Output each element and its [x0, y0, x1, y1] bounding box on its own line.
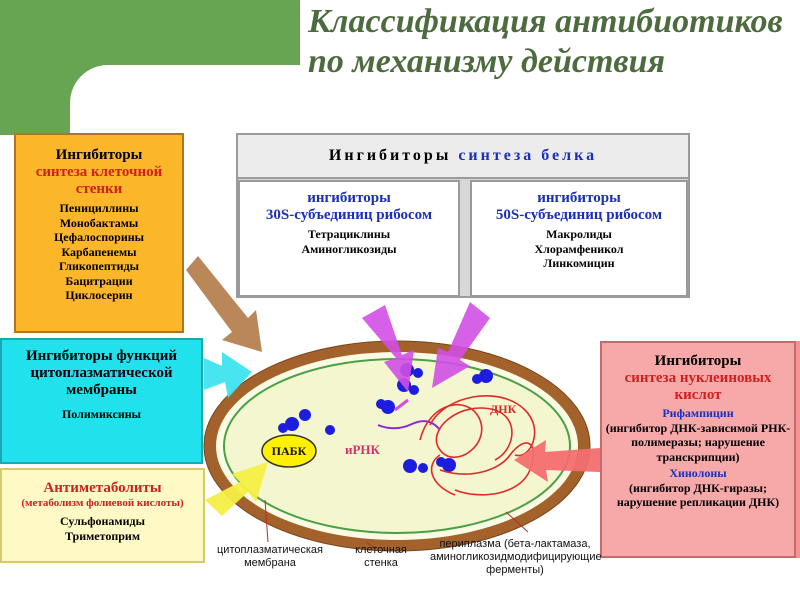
dna-label: ДНК: [490, 402, 517, 416]
ribosome: [418, 463, 428, 473]
nucleic-drug1-desc: (ингибитор ДНК-зависимой РНК-полимеразы;…: [605, 420, 791, 464]
ribosome-50s-head: ингибиторы: [537, 190, 621, 206]
ribosome: [479, 369, 493, 383]
wall-pointer-label: клеточная стенка: [355, 544, 407, 569]
arrow-cell-wall: [186, 256, 262, 352]
arrow-antimetabolite: [205, 462, 268, 516]
nucleic-drug1: Рифампицин: [662, 406, 734, 420]
ribosome-50s-head2: 50S-субъединиц рибосом: [495, 207, 663, 223]
page-title: Классификация антибиотиков по механизму …: [308, 3, 783, 80]
pabk-ellipse: [261, 434, 317, 468]
periplasm-pointer-label: периплазма (бета-лактамаза, аминогликози…: [430, 538, 602, 576]
cell-wall-inhibitors-box: Ингибиторы синтеза клеточной стенки Пени…: [14, 133, 184, 333]
ribosome: [413, 368, 423, 378]
arrow-30s: [362, 305, 414, 392]
cell-wall-drug: Пенициллины: [59, 201, 139, 215]
protein-head-b: синтеза белка: [458, 147, 598, 164]
arrow-membrane: [204, 352, 252, 398]
membrane-inhibitors-box: Ингибиторы функций цитоплазматической ме…: [0, 338, 203, 464]
cell-wall-box-head: Ингибиторы: [55, 147, 143, 163]
ribosome: [285, 417, 299, 431]
pointer-periplasm: [505, 511, 529, 533]
protein-head-a: Ингибиторы: [328, 147, 452, 164]
ribosome-30s-drug: Тетрациклины: [307, 227, 391, 241]
arrow-50s: [432, 302, 490, 388]
nucleic-acid-inhibitors-box: Ингибиторы синтеза нуклеиновых кислот Ри…: [600, 341, 796, 558]
ribosome-50s-drug: Макролиды: [546, 227, 612, 241]
cell-wall-drug: Карбапенемы: [61, 244, 137, 259]
cell-wall-box-head2: синтеза клеточной стенки: [35, 164, 163, 197]
mrna-strand: [377, 420, 441, 431]
ribosome: [472, 374, 482, 384]
membrane-pointer-label: цитоплазматическая мембрана: [217, 544, 323, 569]
pointer-membrane: [264, 499, 269, 543]
pointer-wall: [365, 541, 376, 549]
arrow-mrna-mark: [394, 398, 409, 412]
nucleic-box-head2: синтеза нуклеиновых кислот: [624, 370, 772, 403]
protein-synthesis-head: Ингибиторы синтеза белка: [236, 133, 690, 179]
ribosome: [278, 423, 288, 433]
ribosome-50s-box: ингибиторы 50S-субъединиц рибосом Макрол…: [470, 180, 688, 297]
ribosome: [409, 385, 419, 395]
cell-wall-drug: Гликопептиды: [58, 259, 140, 273]
membrane-box-head: Ингибиторы функций цитоплазматической ме…: [25, 348, 178, 398]
dna-coil: [419, 395, 536, 496]
cell-wall-drug: Монобактамы: [59, 215, 139, 230]
nucleic-drug2: Хинолоны: [669, 466, 727, 480]
antimetabolites-head: Антиметаболиты: [43, 480, 162, 496]
arrow-nucleic: [514, 440, 600, 482]
ribosome: [403, 459, 417, 473]
antimetabolite-drug: Сульфонамиды: [60, 514, 145, 528]
mrna-label: иРНК: [345, 442, 380, 457]
cell-wall-drug: Циклосерин: [65, 288, 133, 302]
ribosome: [299, 409, 311, 421]
antimetabolites-sub: (метаболизм фолиевой кислоты): [21, 497, 184, 509]
ribosome: [442, 458, 456, 472]
nucleic-box-head: Ингибиторы: [654, 353, 742, 369]
antimetabolite-drug: Триметоприм: [64, 528, 141, 543]
membrane-drug: Полимиксины: [61, 407, 142, 421]
ribosome-30s-drug: Аминогликозиды: [301, 241, 397, 256]
nucleic-drug2-desc: (ингибитор ДНК-гиразы; нарушение реплика…: [616, 480, 780, 510]
ribosome-30s-box: ингибиторы 30S-субъединиц рибосом Тетрац…: [238, 180, 460, 297]
ribosome-30s-head: ингибиторы: [307, 190, 391, 206]
antimetabolites-box: Антиметаболиты (метаболизм фолиевой кисл…: [0, 468, 205, 563]
ribosome-50s-drug: Линкомицин: [543, 256, 615, 270]
pabk-label: ПАБК: [271, 444, 307, 458]
ribosome-50s-drug: Хлорамфеникол: [534, 241, 624, 256]
ribosome: [325, 425, 335, 435]
cell-wall-drug: Бацитрации: [65, 273, 133, 288]
corner-cutout: [70, 65, 330, 145]
ribosome: [381, 400, 395, 414]
cell-wall-drug: Цефалоспорины: [53, 230, 145, 244]
right-edge-strip: [796, 341, 800, 558]
ribosome-30s-head2: 30S-субъединиц рибосом: [265, 207, 433, 223]
